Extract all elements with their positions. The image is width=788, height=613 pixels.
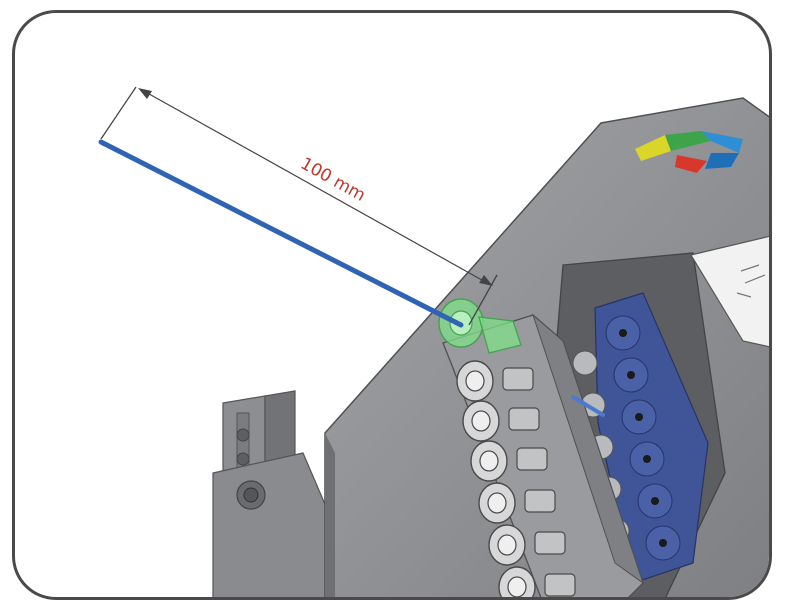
aluminium-extrusion bbox=[212, 390, 334, 597]
push-fittings bbox=[456, 360, 576, 597]
label-plate bbox=[690, 235, 769, 348]
illustration-frame: 100 mm bbox=[12, 10, 772, 600]
filament-inside bbox=[571, 395, 605, 417]
dimension-annotation: 100 mm bbox=[100, 86, 498, 326]
multicolor-brand-logo bbox=[635, 131, 743, 173]
filament-insertion-diagram: 100 mm bbox=[98, 86, 769, 597]
dimension-label: 100 mm bbox=[297, 154, 369, 206]
drive-rollers bbox=[572, 292, 709, 584]
filament bbox=[98, 139, 464, 328]
